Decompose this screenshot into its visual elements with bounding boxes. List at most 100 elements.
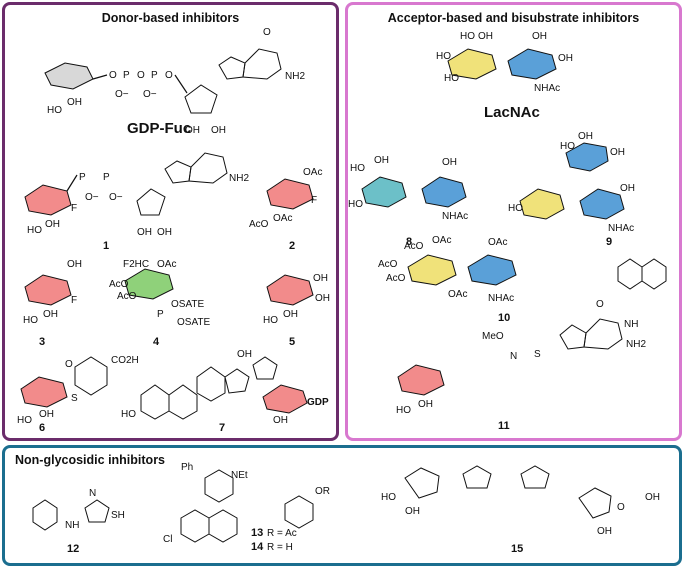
c4-oac1: OAc	[157, 259, 176, 270]
c8-ho1: HO	[350, 163, 365, 174]
compound-10-label: 10	[498, 312, 510, 324]
compound-1-structure: F OH HO P P O− O− OH OH NH2 1	[24, 152, 249, 252]
c2-aco: AcO	[249, 219, 269, 230]
c4-aco1: AcO	[109, 279, 129, 290]
compound-7-structure: HO OH GDP OH 7	[121, 349, 329, 434]
c4-osate1: OSATE	[171, 299, 204, 310]
lacnac-ho3: HO	[444, 73, 459, 84]
gdp-fuc-o1: O	[109, 70, 117, 81]
c5-oh1: OH	[313, 273, 328, 284]
gdp-fuc-oh3: OH	[211, 125, 226, 136]
compound-13-label: 13	[251, 527, 263, 539]
compound-10-structure: AcO OAc OAc AcO AcO OAc NHAc 10	[378, 235, 667, 324]
c3-ho: HO	[23, 315, 38, 326]
donor-panel: Donor-based inhibitors O P O P O O− O− O…	[2, 2, 339, 441]
compound-5-structure: OH OH OH HO 5	[263, 273, 330, 348]
c7-ho: HO	[121, 409, 136, 420]
c11-ho: HO	[396, 405, 411, 416]
c15-oh1: OH	[405, 506, 420, 517]
gdp-fuc-oh1: OH	[67, 97, 82, 108]
compound-12-label: 12	[67, 543, 79, 555]
c13-or: OR	[315, 486, 330, 497]
c6-oh: OH	[39, 409, 54, 420]
gdp-fuc-o-top: O	[263, 27, 271, 38]
c11-o: O	[596, 299, 604, 310]
c1-ominus2: O−	[109, 192, 123, 203]
c7-oh: OH	[237, 349, 252, 360]
c2-oac1: OAc	[303, 167, 322, 178]
c6-o: O	[65, 359, 73, 370]
gdp-fuc-ho: HO	[47, 105, 62, 116]
c12-n: N	[89, 488, 96, 499]
c10-oac1: OAc	[432, 235, 451, 246]
compound-1-label: 1	[103, 240, 109, 252]
c10-aco2: AcO	[378, 259, 398, 270]
lacnac-ho2: HO	[436, 51, 451, 62]
c10-aco3: AcO	[386, 273, 406, 284]
c7-gdp: GDP	[307, 397, 329, 408]
compound-4-structure: F2HC OAc AcO AcO OSATE OSATE P 4	[109, 259, 210, 348]
gdp-fuc-o2: O	[137, 70, 145, 81]
lacnac-ho1: HO	[460, 31, 475, 42]
compound-8-label: 8	[406, 236, 412, 248]
c6-ho: HO	[17, 415, 32, 426]
c13-net: NEt	[231, 470, 248, 481]
c1-ho: HO	[27, 225, 42, 236]
acceptor-panel-title: Acceptor-based and bisubstrate inhibitor…	[387, 11, 640, 25]
c1-oh: OH	[45, 219, 60, 230]
compound-9-structure: HO OH OH HO OH NHAc 9	[508, 131, 635, 248]
compound-2-structure: OAc F OAc AcO 2	[249, 167, 322, 252]
c15-o: O	[617, 502, 625, 513]
c13-ph: Ph	[181, 462, 193, 473]
acceptor-panel: Acceptor-based and bisubstrate inhibitor…	[345, 2, 682, 441]
c4-p: P	[157, 309, 164, 320]
donor-structures: O P O P O O− O− OH HO OH OH O NH2 GDP-Fu…	[17, 27, 330, 434]
c11-meo: MeO	[482, 331, 504, 342]
c1-oh2: OH	[137, 227, 152, 238]
compound-11-structure: MeO N S O NH NH2 OH HO 11	[396, 299, 646, 432]
compound-6-structure: CO2H O S OH HO 6	[17, 355, 139, 434]
c7-oh2: OH	[273, 415, 288, 426]
c3-oh-top: OH	[67, 259, 82, 270]
c8-ho2: HO	[348, 199, 363, 210]
c15-ho: HO	[381, 492, 396, 503]
c10-aco1: AcO	[404, 241, 424, 252]
c4-aco2: AcO	[117, 291, 137, 302]
acceptor-structures: HO OH OH HO HO OH NHAc LacNAc HO OH OH H…	[348, 31, 667, 432]
c12-sh: SH	[111, 510, 125, 521]
c13-r: R = Ac	[267, 528, 297, 539]
compound-3-label: 3	[39, 336, 45, 348]
c4-f2hc: F2HC	[123, 259, 149, 270]
c9-ho2: HO	[508, 203, 523, 214]
c8-oh2: OH	[442, 157, 457, 168]
c11-n: N	[510, 351, 517, 362]
nonglyco-structures: NH N SH 12 Ph NEt Cl OR 13 R = Ac 14 R =…	[32, 462, 660, 555]
c5-oh3: OH	[283, 309, 298, 320]
c2-f: F	[311, 195, 317, 206]
c14-r: R = H	[267, 542, 293, 553]
compound-6-label: 6	[39, 422, 45, 434]
c5-oh2: OH	[315, 293, 330, 304]
compound-8-structure: HO OH OH HO NHAc 8	[348, 155, 468, 248]
c1-p1: P	[79, 172, 86, 183]
c1-nh2: NH2	[229, 173, 249, 184]
gdp-fuc-o3: O	[165, 70, 173, 81]
c9-ho1: HO	[560, 141, 575, 152]
nonglyco-panel-title: Non-glycosidic inhibitors	[15, 453, 166, 467]
c11-oh: OH	[418, 399, 433, 410]
c1-oh3: OH	[157, 227, 172, 238]
c6-co2h: CO2H	[111, 355, 139, 366]
compound-9-label: 9	[606, 236, 612, 248]
compound-5-label: 5	[289, 336, 295, 348]
compound-15-structure: HO OH OH OH O 15	[381, 465, 660, 555]
c15-oh2: OH	[645, 492, 660, 503]
compound-11-label: 11	[498, 420, 510, 432]
gdp-fuc-ominus2: O−	[143, 89, 157, 100]
compound-12-structure: NH N SH 12	[32, 488, 125, 555]
compound-2-label: 2	[289, 240, 295, 252]
c5-ho: HO	[263, 315, 278, 326]
c12-nh: NH	[65, 520, 79, 531]
gdp-fuc-p1: P	[123, 70, 130, 81]
c9-oh1: OH	[610, 147, 625, 158]
compound-4-label: 4	[153, 336, 160, 348]
